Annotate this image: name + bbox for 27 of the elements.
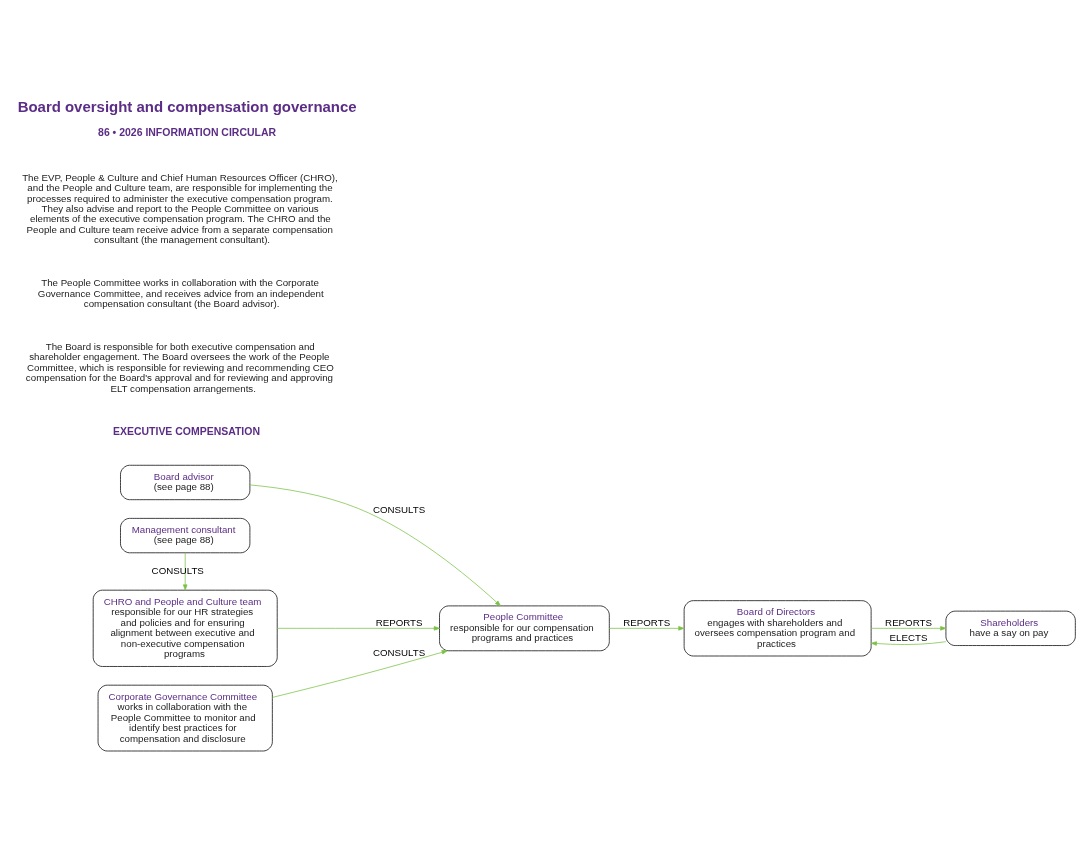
edge-label: CONSULTS [373, 646, 426, 658]
diagram-title: Board oversight and compensation governance [17, 98, 357, 116]
label: The People Committee works in collaboration with the Corporate Governance Committee, and receives advice from an independent compensation consultant (the Board advisor). [37, 277, 324, 309]
edge-label: CONSULTS [373, 503, 426, 515]
label: EXECUTIVE COMPENSATION [113, 426, 260, 438]
edge-label: CONSULTS [151, 565, 204, 577]
node-box: Shareholders have a say on pay [945, 610, 1076, 646]
edge-label: ELECTS [889, 631, 928, 643]
node-box: Board advisor (see page 88) [120, 464, 251, 501]
node-box: People Committee responsible for our compensation programs and practices [439, 605, 610, 652]
edge-label: REPORTS [623, 616, 671, 628]
arrow [183, 552, 188, 591]
edge-label: REPORTS [885, 616, 932, 628]
node-box: CHRO and People and Culture team responsible for our HR strategies and policies and for ensuring alignment between executive and non-executive compensation programs [92, 589, 278, 667]
label: The EVP, People & Culture and Chief Human Resources Officer (CHRO), and the People and Culture team, are responsible for implementing the processes required to administer the executive compensation program. They also advise and report to the People Committee on various elements of the executive compensation program. The CHRO and the People and Culture team receive advice from a separate compensation consultant (the management consultant). [22, 171, 338, 246]
node-box: Board of Directors engages with shareholders and oversees compensation program and practices [683, 600, 872, 657]
arrow [276, 626, 440, 631]
arrow [272, 650, 448, 698]
node-box: Management consultant (see page 88) [120, 518, 251, 554]
label: The Board is responsible for both executive compensation and shareholder engagement. The Board oversees the work of the People Committee, which is responsible for reviewing and recommending CEO compensation for the Board's approval and for reviewing and approving ELT compensation arrangements. [25, 340, 334, 394]
node-box: Corporate Governance Committee works in collaboration with the People Committee to monitor and identify best practices for compensation and disclosure [97, 684, 273, 752]
arrow [249, 484, 501, 607]
label: 86 • 2026 INFORMATION CIRCULAR [98, 126, 277, 138]
edge-label: REPORTS [375, 616, 423, 628]
arrow [870, 626, 947, 631]
arrow [608, 626, 685, 631]
arrow [870, 641, 947, 646]
